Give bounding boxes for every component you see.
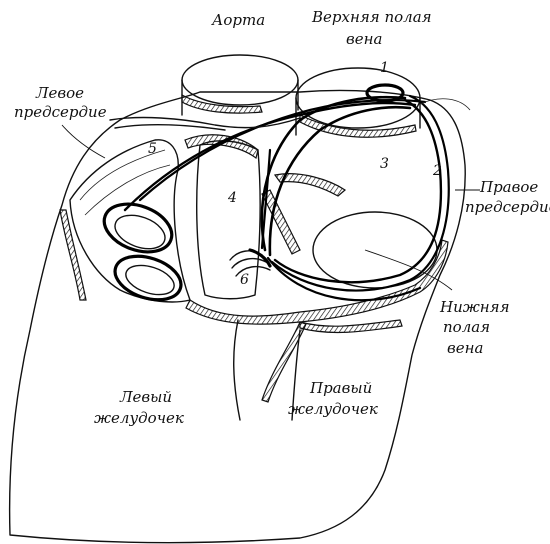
pulmonary-vein-upper xyxy=(98,195,179,260)
ivc-label-line2: полая xyxy=(443,318,490,336)
svc-label-line1: Верхняя полая xyxy=(311,8,432,26)
callout-5: 5 xyxy=(148,141,157,157)
svc-label-line2: вена xyxy=(346,30,382,48)
callout-1: 1 xyxy=(380,60,389,76)
callout-3: 3 xyxy=(380,156,389,172)
la-label-line2: предсердие xyxy=(14,103,107,121)
left-atrium-region xyxy=(70,140,190,302)
rv-label-line2: желудочек xyxy=(288,400,378,418)
lv-label-line1: Левый xyxy=(119,388,172,406)
la-pointer xyxy=(62,125,105,158)
pulmonary-vein-lower xyxy=(109,248,186,307)
callout-4: 4 xyxy=(227,190,237,206)
la-label-line1: Левое xyxy=(35,84,84,102)
lv-label-line2: желудочек xyxy=(94,409,184,427)
ivc-vessel xyxy=(313,212,437,288)
aorta-vessel xyxy=(182,55,298,105)
ivc-label-line1: Нижняя xyxy=(439,298,510,316)
callout-6: 6 xyxy=(240,272,249,288)
rv-label-line1: Правый xyxy=(309,379,372,397)
ra-label-line1: Правое xyxy=(479,178,538,196)
aorta-label: Аорта xyxy=(211,11,265,29)
callout-2: 2 xyxy=(432,163,442,179)
ivc-label-line3: вена xyxy=(447,339,483,357)
ra-label-line2: предсердие xyxy=(465,198,550,216)
